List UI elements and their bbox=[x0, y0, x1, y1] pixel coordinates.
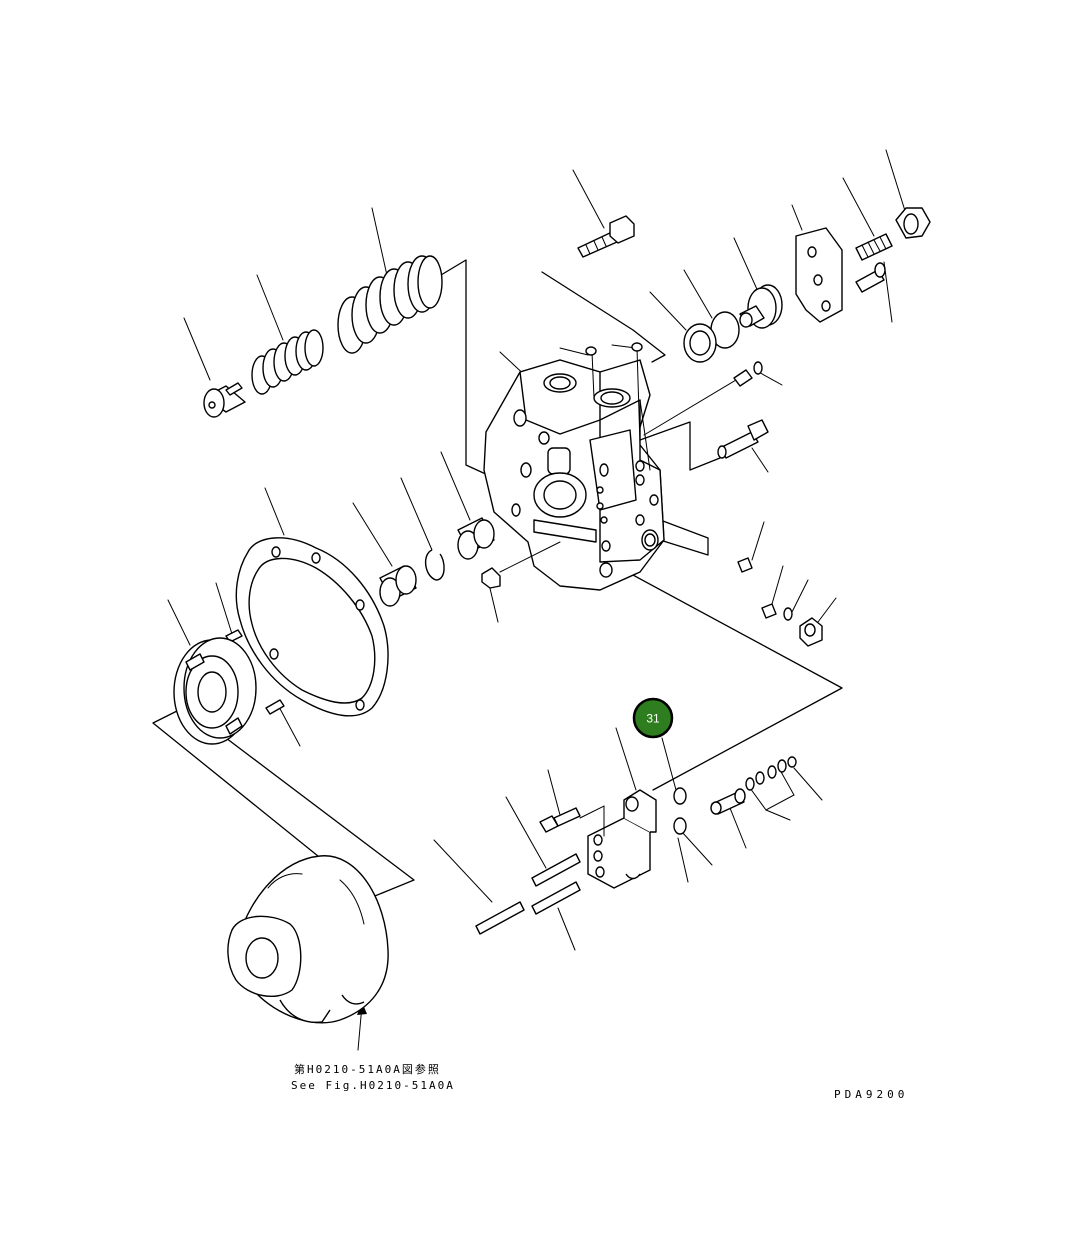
group-boundary-lines bbox=[152, 259, 843, 899]
plug-icon bbox=[643, 361, 763, 436]
dowel-pin-icon bbox=[225, 629, 285, 715]
needle-bearing-icon bbox=[379, 517, 495, 607]
spring-assembly-icon bbox=[203, 255, 443, 418]
callout-31[interactable]: 31 bbox=[632, 697, 674, 739]
callout-31-label: 31 bbox=[646, 712, 660, 726]
reference-note-jp: 第H0210-51A0A図参照 bbox=[294, 1063, 441, 1076]
plug-small-icon bbox=[481, 541, 561, 589]
valve-body-icon bbox=[483, 359, 665, 591]
snap-ring-icon bbox=[425, 549, 445, 581]
housing-icon bbox=[227, 855, 389, 1024]
relief-valve-icon bbox=[717, 419, 769, 459]
bolt-icon bbox=[577, 215, 635, 258]
bracket-plate-icon bbox=[795, 227, 843, 323]
gasket-icon bbox=[235, 537, 389, 717]
bolt-small-icon bbox=[539, 807, 581, 833]
o-ring-small-icon bbox=[673, 787, 687, 835]
end-cover-icon bbox=[173, 637, 257, 745]
stud-bolt-icon bbox=[855, 233, 893, 293]
spool-icon bbox=[710, 788, 746, 815]
leader-lines bbox=[167, 149, 907, 1051]
washer-set-icon bbox=[745, 756, 797, 791]
lever-block-icon bbox=[579, 789, 657, 889]
screw-icon bbox=[585, 342, 651, 471]
drawing-code: PDA9200 bbox=[834, 1088, 909, 1101]
nut-icon bbox=[895, 207, 931, 239]
piston-plug-icon bbox=[739, 284, 783, 329]
pin-icon bbox=[475, 853, 581, 935]
set-screw-icon bbox=[737, 557, 823, 647]
reference-note-en: See Fig.H0210-51A0A bbox=[291, 1079, 455, 1092]
o-ring-icon bbox=[683, 311, 740, 363]
callout-31-badge[interactable] bbox=[632, 697, 674, 739]
